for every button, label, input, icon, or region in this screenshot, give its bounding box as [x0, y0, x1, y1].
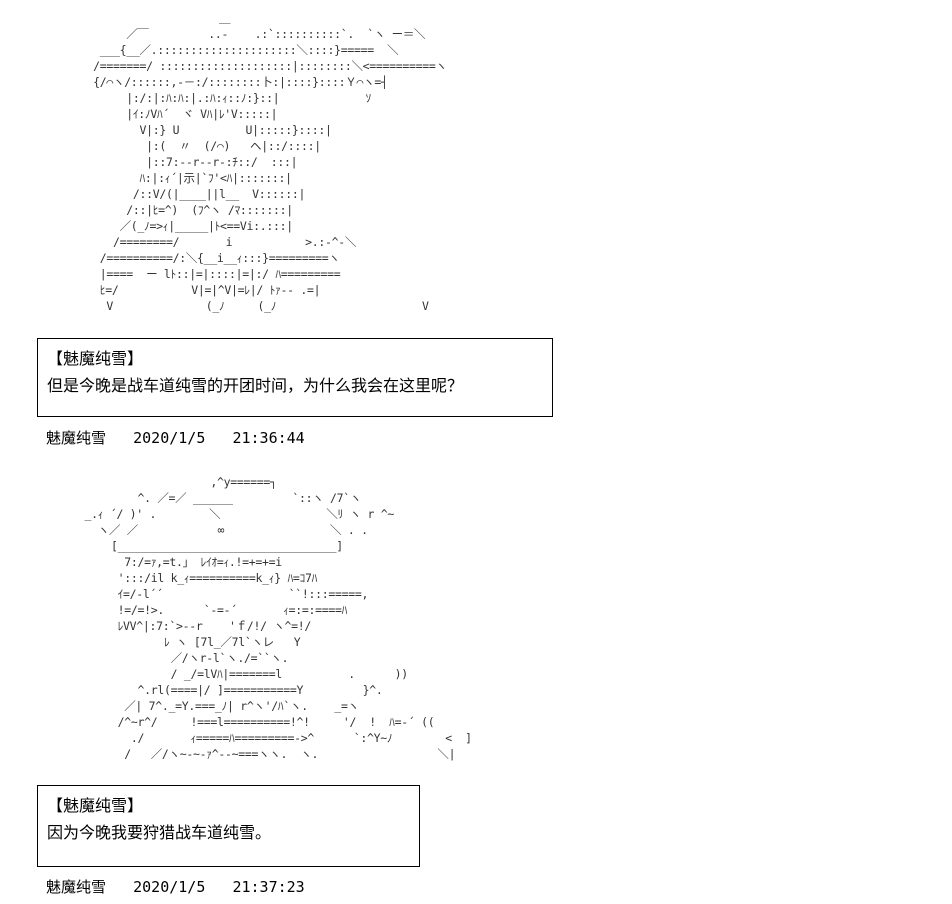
ascii-art: ＿ ／￣ ..- .:`::::::::::`. `ヽ ー＝＼ ___{__／.…: [93, 11, 447, 313]
post-time: 21:37:23: [232, 878, 305, 896]
post-signature: 魅魔纯雪 2020/1/5 21:37:23: [46, 876, 305, 897]
post-time: 21:36:44: [232, 429, 305, 447]
dialogue-text: 因为今晚我要狩猎战车道纯雪。: [47, 823, 272, 842]
post-date: 2020/1/5: [133, 429, 206, 447]
post-signature: 魅魔纯雪 2020/1/5 21:36:44: [46, 427, 305, 448]
post-date: 2020/1/5: [133, 878, 206, 896]
speaker-name: 【魅魔纯雪】: [47, 349, 144, 368]
dialogue-box: 【魅魔纯雪】 因为今晚我要狩猎战车道纯雪。: [37, 785, 420, 867]
author-name: 魅魔纯雪: [46, 878, 107, 896]
dialogue-text: 但是今晚是战车道纯雪的开团时间，为什么我会在这里呢？: [47, 376, 464, 395]
author-name: 魅魔纯雪: [46, 429, 107, 447]
ascii-art: ,^y======┐ ^. ／=／ ______ `::ヽ /7`ヽ _.ｨ ´…: [84, 475, 472, 761]
speaker-name: 【魅魔纯雪】: [47, 796, 144, 815]
dialogue-box: 【魅魔纯雪】 但是今晚是战车道纯雪的开团时间，为什么我会在这里呢？: [37, 338, 553, 417]
